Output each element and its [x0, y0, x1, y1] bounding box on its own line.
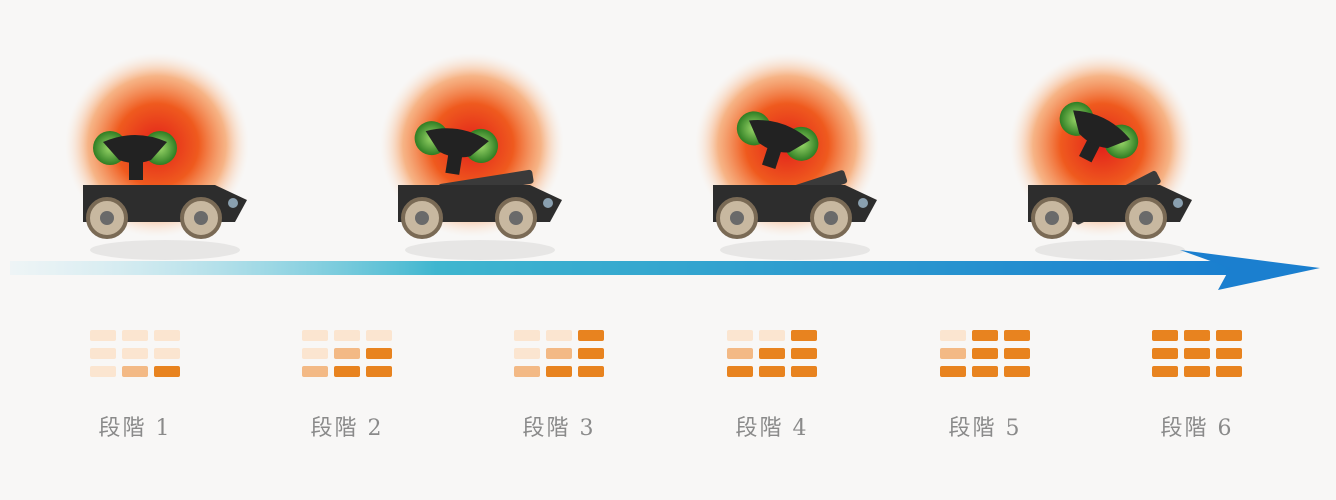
level-cell	[546, 348, 572, 359]
stage-label: 段階 1	[98, 416, 172, 441]
level-cell	[302, 366, 328, 377]
stage-1: 段階 1	[85, 330, 185, 442]
level-grid	[1147, 330, 1247, 377]
level-cell	[1216, 366, 1242, 377]
level-cell	[578, 348, 604, 359]
level-grid	[509, 330, 609, 377]
level-cell	[122, 348, 148, 359]
level-cell	[1184, 366, 1210, 377]
level-cell	[154, 330, 180, 341]
level-cell	[578, 330, 604, 341]
level-cell	[972, 348, 998, 359]
level-cell	[302, 330, 328, 341]
reflection	[720, 240, 870, 260]
level-cell	[759, 330, 785, 341]
level-cell	[1184, 348, 1210, 359]
level-cell	[940, 348, 966, 359]
level-cell	[366, 330, 392, 341]
reflection	[405, 240, 555, 260]
level-cell	[940, 330, 966, 341]
progress-arrow	[10, 250, 1320, 290]
robot-1	[65, 53, 249, 260]
level-cell	[514, 330, 540, 341]
level-cell	[1184, 330, 1210, 341]
level-cell	[727, 366, 753, 377]
y-gripper	[103, 135, 167, 163]
stage-6: 段階 6	[1147, 330, 1247, 442]
level-cell	[514, 366, 540, 377]
y-gripper	[425, 128, 489, 158]
level-cell	[334, 366, 360, 377]
stage-2: 段階 2	[297, 330, 397, 442]
level-cell	[90, 330, 116, 341]
level-grid	[935, 330, 1035, 377]
level-cell	[1216, 348, 1242, 359]
stage-label: 段階 3	[522, 416, 596, 441]
level-cell	[759, 348, 785, 359]
level-cell	[90, 366, 116, 377]
level-cell	[90, 348, 116, 359]
level-cell	[1152, 366, 1178, 377]
stage-label: 段階 4	[735, 416, 809, 441]
level-cell	[791, 348, 817, 359]
level-cell	[1004, 366, 1030, 377]
level-grid	[722, 330, 822, 377]
level-cell	[514, 348, 540, 359]
level-cell	[1216, 330, 1242, 341]
reflection	[1035, 240, 1185, 260]
level-cell	[546, 366, 572, 377]
robot-3	[695, 53, 879, 260]
stage-label: 段階 5	[948, 416, 1022, 441]
robot-4	[1010, 53, 1194, 260]
level-cell	[546, 330, 572, 341]
level-cell	[1152, 330, 1178, 341]
stage-label: 段階 2	[310, 416, 384, 441]
stage-5: 段階 5	[935, 330, 1035, 442]
level-cell	[366, 348, 392, 359]
level-cell	[1004, 330, 1030, 341]
stage-3: 段階 3	[509, 330, 609, 442]
level-cell	[791, 366, 817, 377]
level-cell	[302, 348, 328, 359]
level-cell	[940, 366, 966, 377]
level-cell	[1152, 348, 1178, 359]
level-cell	[727, 330, 753, 341]
level-cell	[154, 366, 180, 377]
level-cell	[154, 348, 180, 359]
level-cell	[334, 348, 360, 359]
level-cell	[1004, 348, 1030, 359]
level-cell	[578, 366, 604, 377]
level-cell	[791, 330, 817, 341]
level-cell	[727, 348, 753, 359]
level-grid	[297, 330, 397, 377]
y-gripper	[1073, 110, 1131, 149]
level-cell	[366, 366, 392, 377]
level-cell	[334, 330, 360, 341]
level-cell	[122, 330, 148, 341]
reflection	[90, 240, 240, 260]
stage-4: 段階 4	[722, 330, 822, 442]
level-cell	[972, 330, 998, 341]
level-cell	[759, 366, 785, 377]
level-cell	[972, 366, 998, 377]
level-grid	[85, 330, 185, 377]
stage-label: 段階 6	[1160, 416, 1234, 441]
robot-2	[380, 53, 564, 260]
level-cell	[122, 366, 148, 377]
y-gripper	[749, 120, 810, 153]
